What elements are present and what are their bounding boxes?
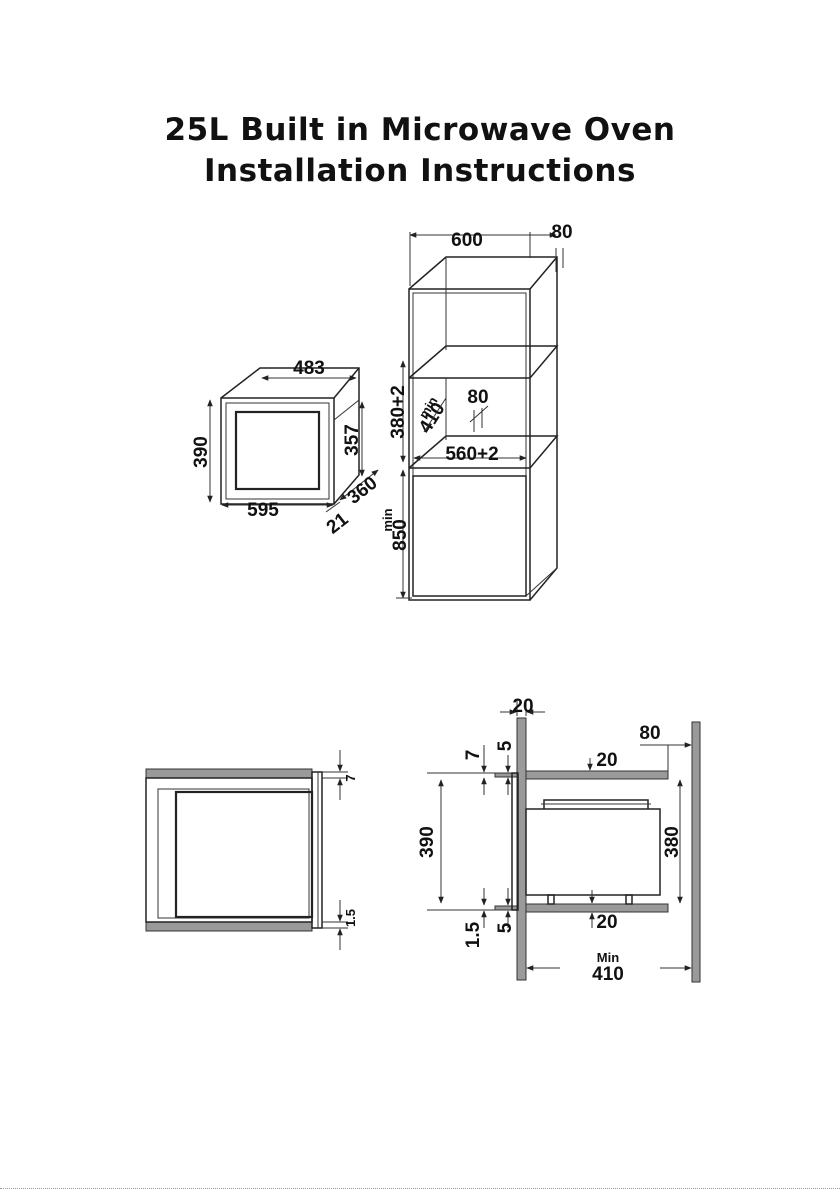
cabinet-shelf-upper [409, 346, 557, 378]
oven-front-inner [226, 403, 329, 499]
dim-380-plus-2: 380+2 [388, 385, 409, 438]
dim-357: 357 [342, 424, 363, 456]
oven-body-edge [334, 368, 359, 398]
dim-5-bottom: 5 [495, 922, 516, 933]
dim-595: 595 [247, 500, 279, 521]
dim-80-rear: 80 [551, 222, 572, 243]
oven-isometric: 483 390 357 595 360 21 [191, 358, 382, 538]
dim-390-side: 390 [417, 826, 438, 858]
oven-body-outline [221, 368, 359, 504]
dim-20-panel: 20 [512, 696, 533, 717]
dim-5-top: 5 [495, 740, 516, 751]
dim-380-side: 380 [662, 826, 683, 858]
dim-1-5-side: 1.5 [463, 921, 484, 948]
dim-560-plus-2: 560+2 [445, 444, 498, 465]
dim-390: 390 [191, 436, 212, 468]
front-view-top-panel [146, 769, 312, 778]
dim-min-label-side: Min [597, 950, 619, 965]
front-view-bottom-panel [146, 922, 312, 931]
front-view-window [176, 792, 312, 917]
side-oven-body [526, 809, 660, 895]
side-section-view: 20 80 7 5 20 390 380 1.5 5 20 [417, 696, 700, 985]
dim-21: 21 [323, 509, 353, 539]
side-rear-wall [692, 722, 700, 982]
dim-1-5-front: 1.5 [343, 909, 358, 927]
page-bottom-rule [0, 1188, 840, 1189]
dim-min-410-side: 410 [592, 964, 624, 985]
oven-window [236, 412, 319, 489]
front-view-frame [146, 778, 312, 922]
dim-483: 483 [293, 358, 325, 379]
dim-850: 850 [390, 519, 411, 551]
dim-20-bottom-shelf: 20 [596, 912, 617, 933]
side-bottom-shelf [526, 904, 668, 912]
dim-80-side: 80 [639, 723, 660, 744]
dim-7-side: 7 [463, 750, 484, 761]
dim-360: 360 [344, 473, 382, 509]
dim-20-top-shelf: 20 [596, 750, 617, 771]
front-view: 7 1.5 [146, 750, 358, 950]
dim-600: 600 [451, 230, 483, 251]
cabinet-isometric: 600 80 380+2 min 410 80 560+2 min 850 [380, 222, 573, 600]
cabinet-lower-door [413, 476, 526, 596]
dim-80-vent: 80 [467, 387, 488, 408]
side-top-shelf [526, 771, 668, 779]
dim-7-front: 7 [343, 774, 358, 781]
